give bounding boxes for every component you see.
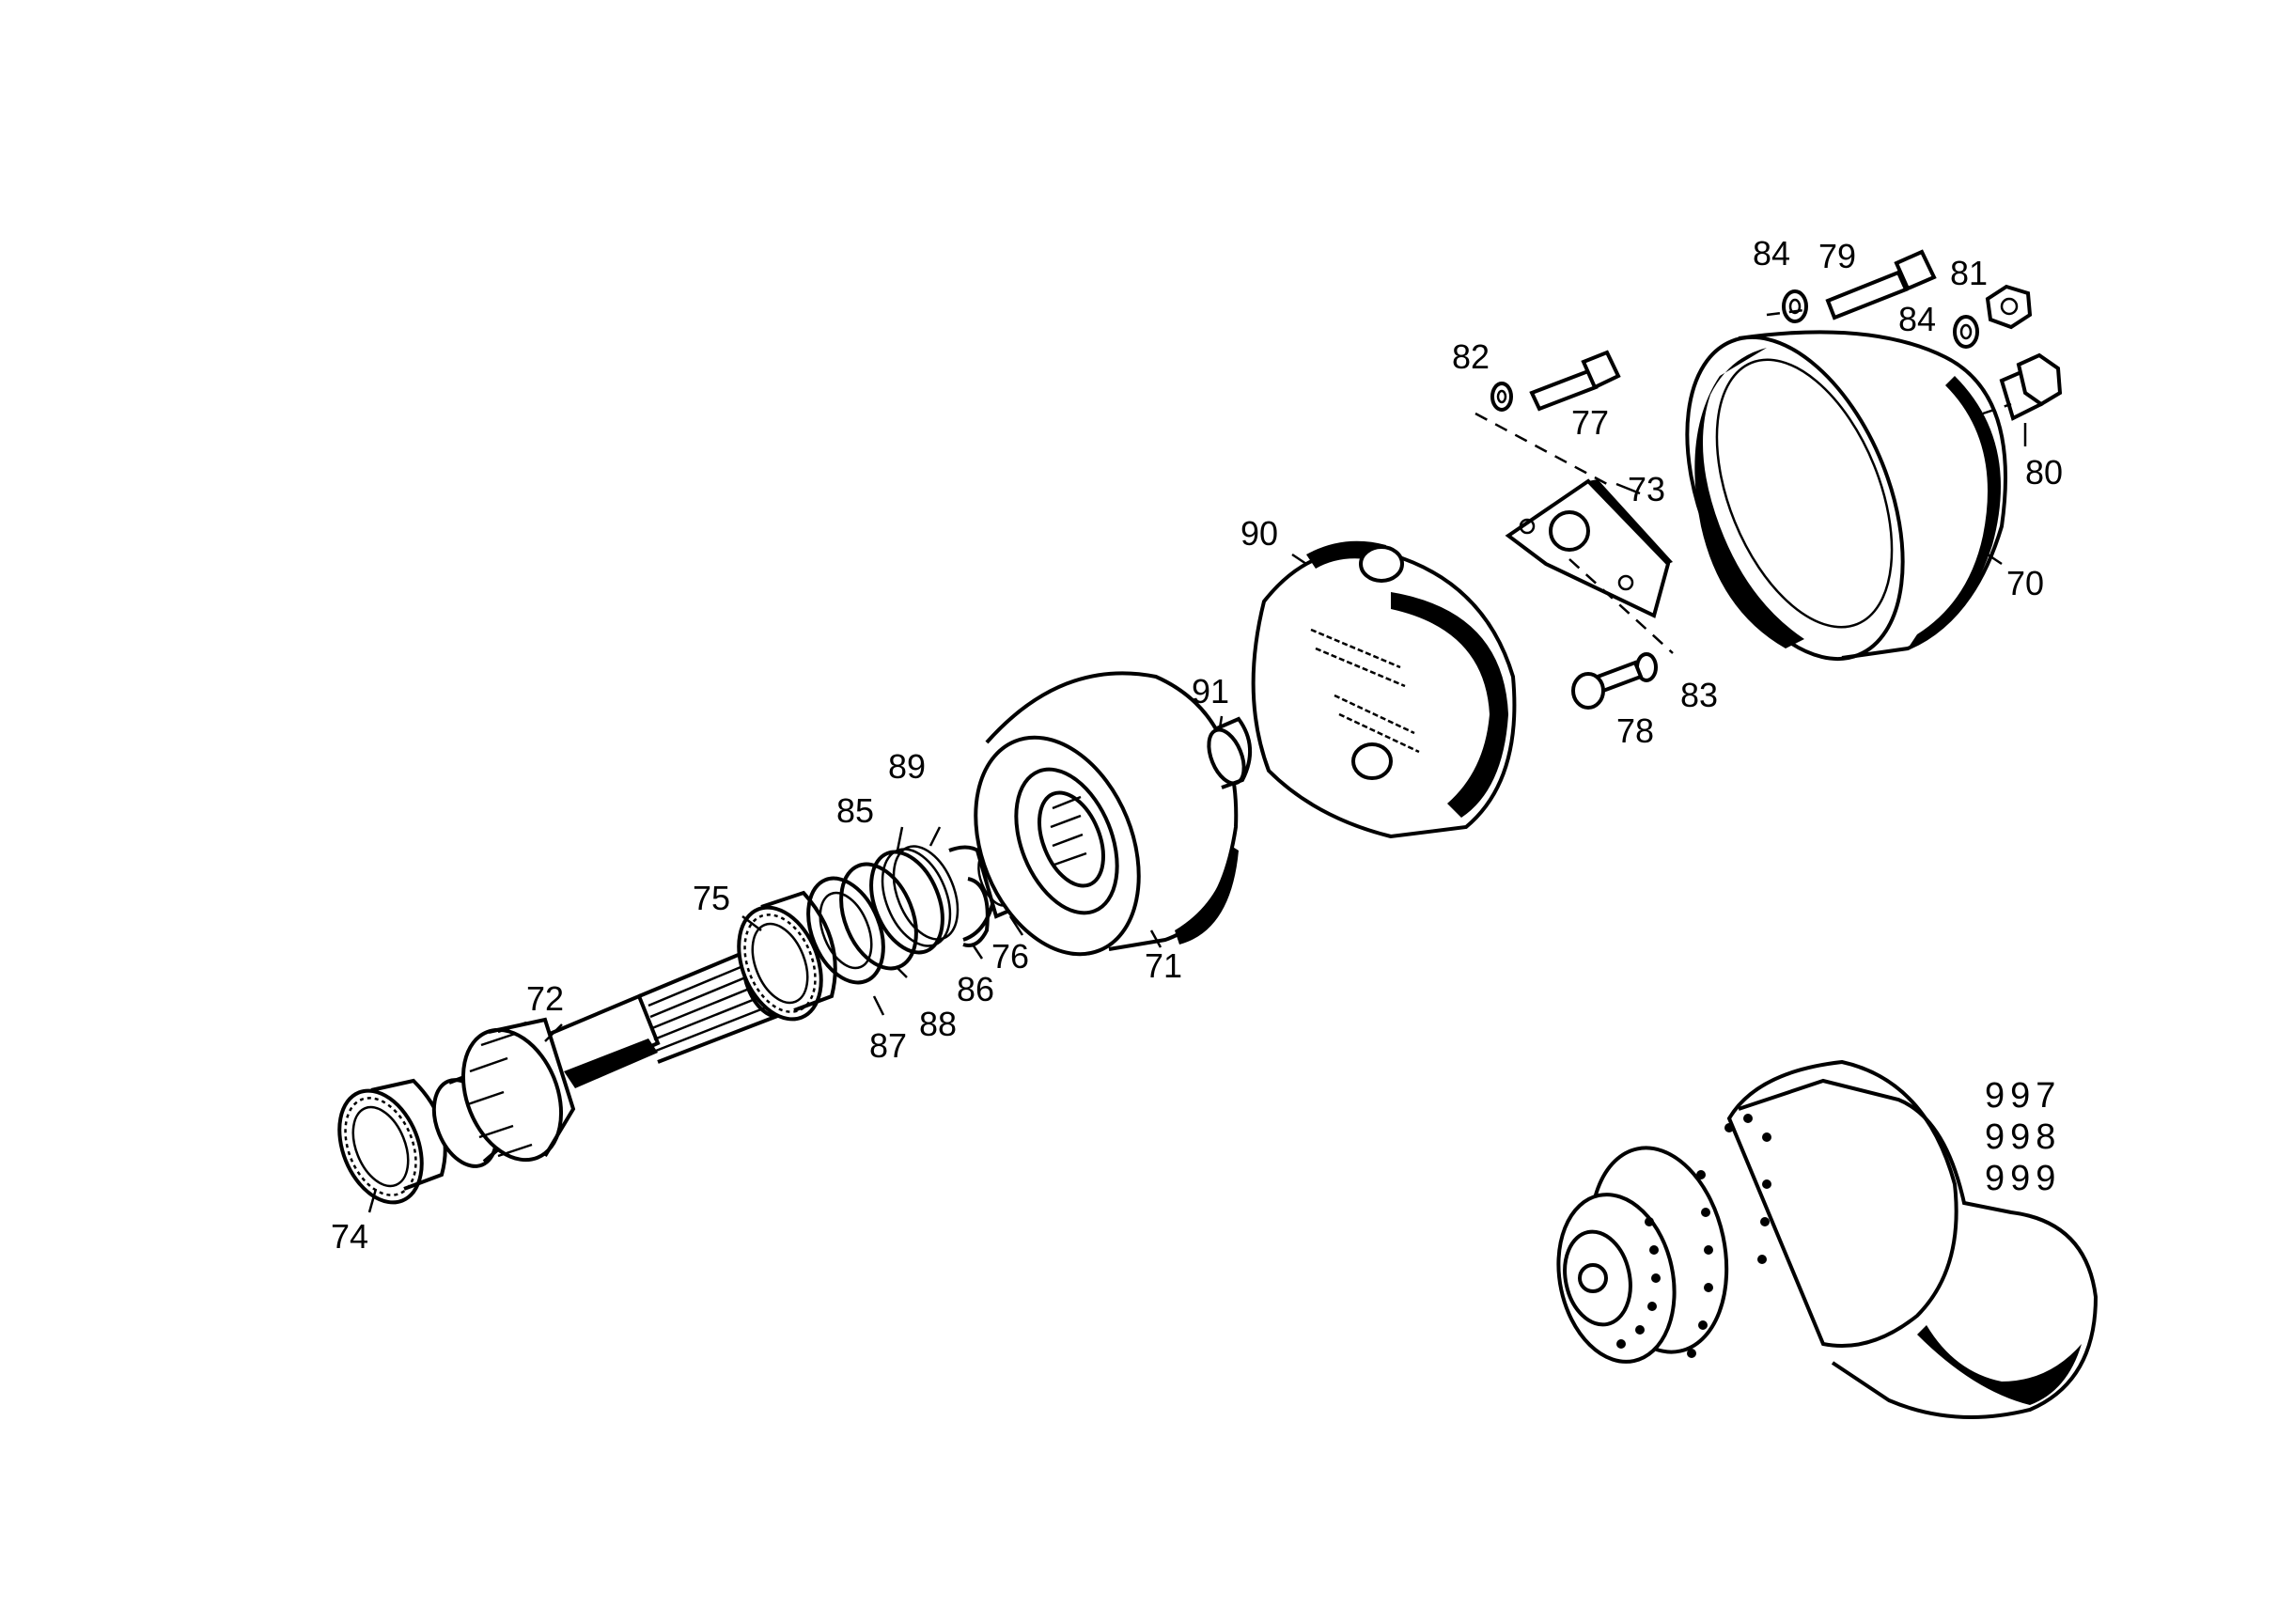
- part-86-snap-ring: [962, 877, 990, 947]
- leader-lines: [367, 423, 2027, 1213]
- label-70: 70: [2006, 564, 2044, 602]
- assembled-unit-997-999: [1556, 1059, 2099, 1419]
- label-73: 73: [1628, 470, 1665, 508]
- label-72: 72: [526, 979, 564, 1018]
- assembly-lines: [1474, 308, 2012, 654]
- label-83: 83: [1680, 676, 1718, 714]
- part-91-ring: [1207, 716, 1253, 789]
- label-82: 82: [1452, 337, 1490, 376]
- label-71: 71: [1145, 946, 1182, 985]
- part-78-bolt: [1571, 660, 1644, 710]
- part-73-anchor-plate: [1505, 478, 1673, 618]
- label-89: 89: [888, 747, 926, 786]
- part-70-brake-drum: [1685, 330, 2007, 662]
- part-79-bolt: [1825, 249, 1937, 320]
- part-81-nut: [1985, 284, 2033, 330]
- part-71-hub-drum: [974, 671, 1239, 957]
- part-80-bushing-nut: [1999, 352, 2063, 421]
- label-88: 88: [919, 1005, 957, 1043]
- label-75: 75: [693, 879, 730, 917]
- label-91: 91: [1192, 672, 1229, 710]
- label-76: 76: [991, 937, 1029, 976]
- part-74-roller-bearing: [337, 1078, 447, 1205]
- label-86: 86: [957, 970, 994, 1008]
- part-75-roller-bearing: [737, 890, 837, 1022]
- label-84-right: 84: [1898, 300, 1936, 338]
- label-87: 87: [869, 1026, 907, 1065]
- label-assembly-998: 998: [1985, 1117, 2061, 1157]
- label-79: 79: [1818, 237, 1856, 275]
- label-81: 81: [1950, 254, 1988, 292]
- label-assembly-999: 999: [1985, 1159, 2061, 1198]
- label-77: 77: [1571, 403, 1609, 442]
- label-84-top: 84: [1753, 234, 1790, 273]
- part-84b-washer: [1953, 315, 1979, 349]
- part-82-washer: [1490, 382, 1513, 412]
- part-84a-washer: [1782, 289, 1808, 323]
- label-80: 80: [2025, 453, 2063, 492]
- label-90: 90: [1240, 514, 1278, 553]
- part-72-pinion-shaft: [431, 945, 790, 1168]
- part-labels: 70 71 72 73 74 75 76 77 78 79 80 81 82 8…: [331, 234, 2063, 1256]
- part-77-bolt: [1529, 350, 1621, 412]
- label-85: 85: [836, 791, 874, 830]
- label-78: 78: [1616, 711, 1654, 750]
- label-74: 74: [331, 1217, 368, 1256]
- part-90-brake-shoe-assembly: [1251, 540, 1517, 839]
- label-assembly-997: 997: [1985, 1076, 2061, 1116]
- part-88-ring: [839, 862, 918, 971]
